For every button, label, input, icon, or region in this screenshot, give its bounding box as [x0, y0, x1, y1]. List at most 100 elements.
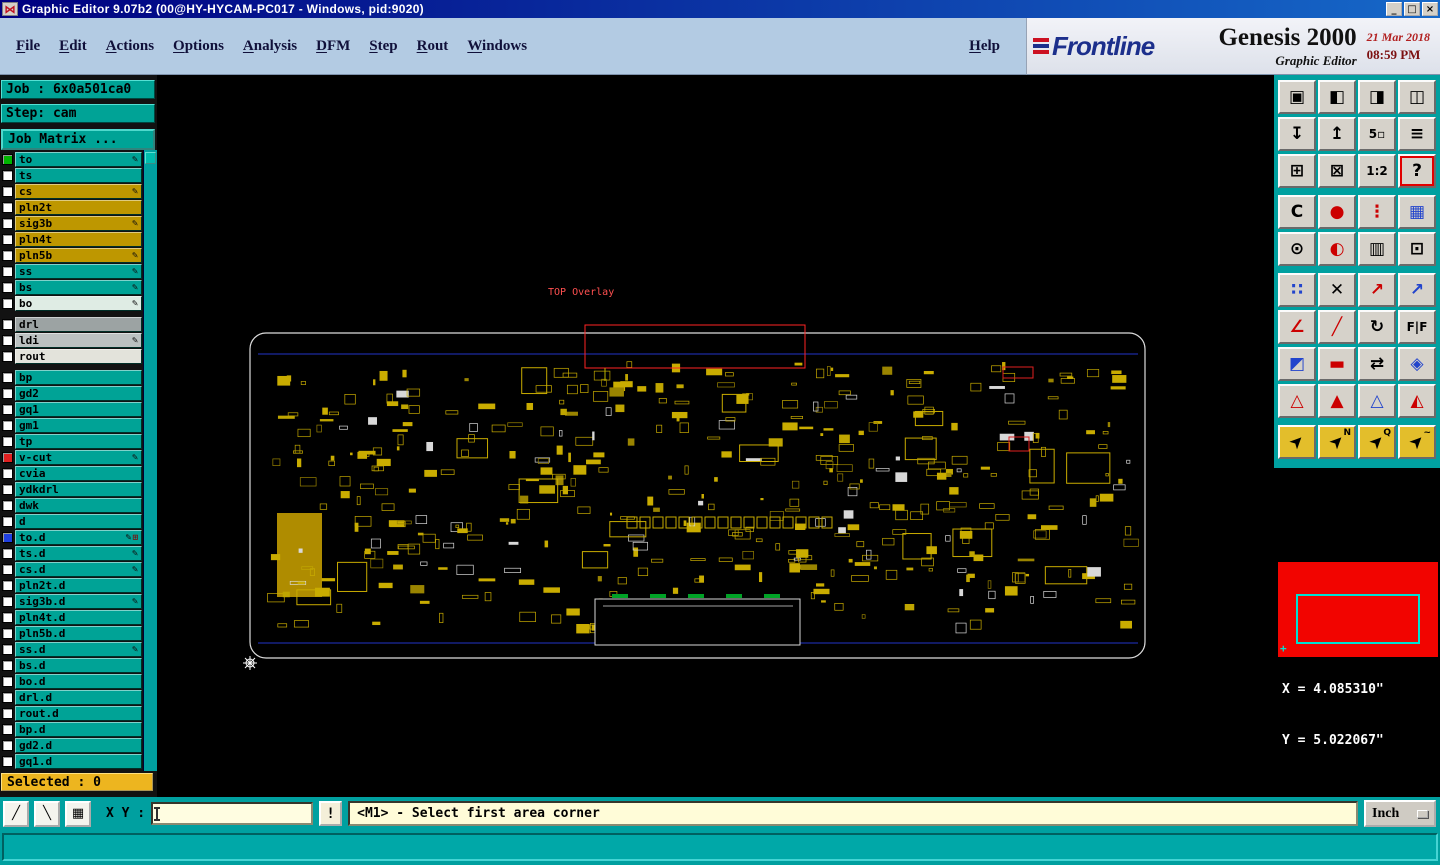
- menu-analysis[interactable]: Analysis: [242, 37, 298, 54]
- traffic-light-button[interactable]: ⋮: [1358, 195, 1396, 229]
- alert-button[interactable]: !: [319, 801, 343, 826]
- layer-row-sig3b.d[interactable]: sig3b.d✎: [1, 594, 142, 609]
- layer-row-bp.d[interactable]: bp.d: [1, 722, 142, 737]
- layer-name-cs.d[interactable]: cs.d✎: [15, 562, 142, 577]
- navigator-viewport[interactable]: [1296, 594, 1420, 644]
- layer-row-sig3b[interactable]: sig3b✎: [1, 216, 142, 231]
- layer-row-gm1[interactable]: gm1: [1, 418, 142, 433]
- navigator-highlight[interactable]: +: [1278, 562, 1438, 657]
- stack-layers-button[interactable]: ≡: [1398, 117, 1436, 151]
- diagonal-measure-button[interactable]: ╱: [1318, 310, 1356, 344]
- invert-view-button[interactable]: ◐: [1318, 232, 1356, 266]
- layer-name-cvia[interactable]: cvia: [15, 466, 142, 481]
- layer-row-pln5b[interactable]: pln5b✎: [1, 248, 142, 263]
- layer-name-ts[interactable]: ts: [15, 168, 142, 183]
- center-dot-button[interactable]: ⊙: [1278, 232, 1316, 266]
- layer-row-to[interactable]: to✎: [1, 152, 142, 167]
- layer-name-d[interactable]: d: [15, 514, 142, 529]
- layer-row-ts.d[interactable]: ts.d✎: [1, 546, 142, 561]
- single-window-button[interactable]: ◧: [1318, 80, 1356, 114]
- zoom-ratio-button[interactable]: 1:2: [1358, 154, 1396, 188]
- menu-rout[interactable]: Rout: [416, 37, 449, 54]
- layer-row-drl.d[interactable]: drl.d: [1, 690, 142, 705]
- layer-checkbox-pln4t.d[interactable]: [2, 612, 13, 623]
- menu-options[interactable]: Options: [173, 37, 224, 54]
- line-mode-tool[interactable]: ╱: [3, 800, 29, 827]
- recall-window-button[interactable]: ↥: [1318, 117, 1356, 151]
- layer-checkbox-bo.d[interactable]: [2, 676, 13, 687]
- swap-sides-button[interactable]: ⇄: [1358, 347, 1396, 381]
- layer-name-bo[interactable]: bo✎: [15, 296, 142, 311]
- layer-row-rout[interactable]: rout: [1, 349, 142, 364]
- layer-row-ldi[interactable]: ldi✎: [1, 333, 142, 348]
- layer-row-d[interactable]: d: [1, 514, 142, 529]
- layer-name-ldi[interactable]: ldi✎: [15, 333, 142, 348]
- layer-checkbox-d[interactable]: [2, 516, 13, 527]
- layer-checkbox-bp[interactable]: [2, 372, 13, 383]
- layer-row-ydkdrl[interactable]: ydkdrl: [1, 482, 142, 497]
- layer-checkbox-dwk[interactable]: [2, 500, 13, 511]
- layer-checkbox-drl.d[interactable]: [2, 692, 13, 703]
- dual-window-button[interactable]: ◨: [1358, 80, 1396, 114]
- layer-row-gd2[interactable]: gd2: [1, 386, 142, 401]
- layer-row-bs.d[interactable]: bs.d: [1, 658, 142, 673]
- menu-edit[interactable]: Edit: [59, 37, 87, 54]
- layer-checkbox-bp.d[interactable]: [2, 724, 13, 735]
- layer-checkbox-ts.d[interactable]: [2, 548, 13, 559]
- layer-checkbox-gq1.d[interactable]: [2, 756, 13, 767]
- color-grid-button[interactable]: ▦: [1398, 195, 1436, 229]
- layer-name-pln2t.d[interactable]: pln2t.d: [15, 578, 142, 593]
- layer-row-dwk[interactable]: dwk: [1, 498, 142, 513]
- triangle-mixed-button[interactable]: ◭: [1398, 384, 1436, 418]
- frame-dot-button[interactable]: ⊡: [1398, 232, 1436, 266]
- layer-checkbox-gd2[interactable]: [2, 388, 13, 399]
- measure-red-button[interactable]: ↗: [1358, 273, 1396, 307]
- layer-name-v-cut[interactable]: v-cut✎: [15, 450, 142, 465]
- coordinate-input[interactable]: [151, 802, 314, 825]
- maximize-button[interactable]: □: [1404, 2, 1420, 16]
- layer-checkbox-gm1[interactable]: [2, 420, 13, 431]
- layer-name-bp.d[interactable]: bp.d: [15, 722, 142, 737]
- layer-row-pln4t.d[interactable]: pln4t.d: [1, 610, 142, 625]
- corner-select-button[interactable]: ◩: [1278, 347, 1316, 381]
- layer-checkbox-pln4t[interactable]: [2, 234, 13, 245]
- barcode-button[interactable]: ▥: [1358, 232, 1396, 266]
- layer-row-pln4t[interactable]: pln4t: [1, 232, 142, 247]
- layer-name-bp[interactable]: bp: [15, 370, 142, 385]
- layer-name-pln5b.d[interactable]: pln5b.d: [15, 626, 142, 641]
- layer-name-ts.d[interactable]: ts.d✎: [15, 546, 142, 561]
- select-arrow-snap-button[interactable]: ➤~: [1398, 425, 1436, 459]
- layer-checkbox-sig3b[interactable]: [2, 218, 13, 229]
- layer-name-tp[interactable]: tp: [15, 434, 142, 449]
- menu-actions[interactable]: Actions: [105, 37, 155, 54]
- layer-name-rout.d[interactable]: rout.d: [15, 706, 142, 721]
- menu-step[interactable]: Step: [369, 37, 398, 54]
- layer-row-bo[interactable]: bo✎: [1, 296, 142, 311]
- layer-name-to.d[interactable]: to.d✎⊞: [15, 530, 142, 545]
- layer-name-ydkdrl[interactable]: ydkdrl: [15, 482, 142, 497]
- rotate-button[interactable]: ↻: [1358, 310, 1396, 344]
- layer-checkbox-gd2.d[interactable]: [2, 740, 13, 751]
- select-arrow-q-button[interactable]: ➤Q: [1358, 425, 1396, 459]
- layer-checkbox-pln5b.d[interactable]: [2, 628, 13, 639]
- layer-name-drl.d[interactable]: drl.d: [15, 690, 142, 705]
- menu-windows[interactable]: Windows: [467, 37, 528, 54]
- layer-row-rout.d[interactable]: rout.d: [1, 706, 142, 721]
- pcb-canvas[interactable]: TOP Overlay: [157, 75, 1274, 797]
- layer-row-cs.d[interactable]: cs.d✎: [1, 562, 142, 577]
- copy-screen-button[interactable]: ▣: [1278, 80, 1316, 114]
- pan-window-button[interactable]: ↧: [1278, 117, 1316, 151]
- layer-name-gm1[interactable]: gm1: [15, 418, 142, 433]
- units-dropdown[interactable]: Inch: [1364, 800, 1436, 827]
- layer-row-bo.d[interactable]: bo.d: [1, 674, 142, 689]
- scrollbar-thumb[interactable]: [145, 152, 156, 164]
- net-points-button[interactable]: ∷: [1278, 273, 1316, 307]
- layer-name-pln5b[interactable]: pln5b✎: [15, 248, 142, 263]
- layer-name-pln4t.d[interactable]: pln4t.d: [15, 610, 142, 625]
- select-arrow-n-button[interactable]: ➤N: [1318, 425, 1356, 459]
- layer-row-drl[interactable]: drl: [1, 317, 142, 332]
- layer-name-bs[interactable]: bs✎: [15, 280, 142, 295]
- layer-checkbox-cvia[interactable]: [2, 468, 13, 479]
- layer-name-ss[interactable]: ss✎: [15, 264, 142, 279]
- layer-checkbox-bs[interactable]: [2, 282, 13, 293]
